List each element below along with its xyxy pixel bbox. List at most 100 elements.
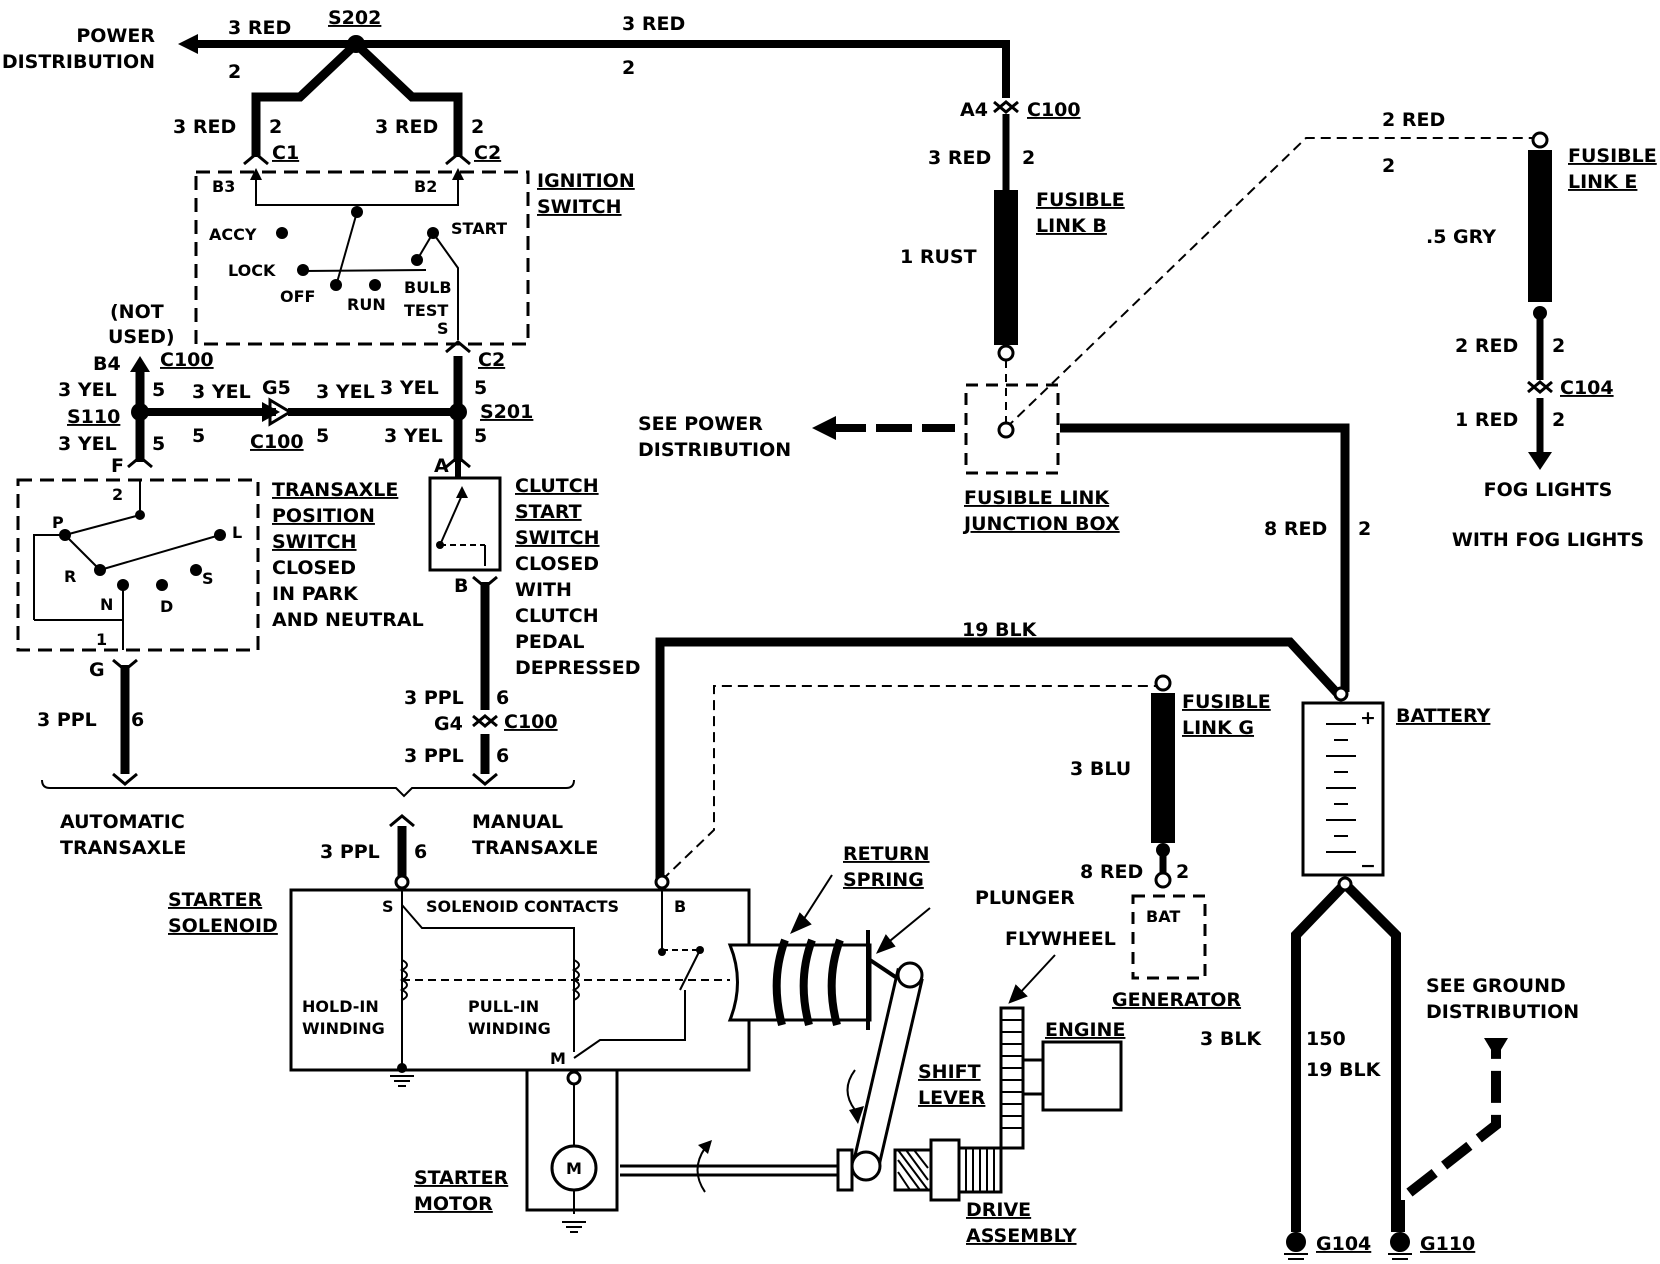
label-3red-a: 3 RED [228, 17, 291, 39]
label-6-2: 6 [131, 709, 144, 731]
label-one-pin: 1 [96, 630, 107, 649]
label-6-4: 6 [414, 841, 427, 863]
battery-symbol [1301, 686, 1385, 892]
label-s202: S202 [328, 7, 381, 29]
label-1rust: 1 RUST [900, 246, 977, 268]
label-flb-1: FUSIBLE [1036, 189, 1125, 211]
label-css-7: PEDAL [515, 631, 585, 653]
label-d-pos: D [160, 597, 173, 616]
pointer-arrows [790, 874, 1056, 1004]
label-engine: ENGINE [1045, 1019, 1125, 1041]
label-tps-5: IN PARK [272, 583, 359, 605]
label-s201: S201 [480, 401, 533, 423]
transaxle-position-switch [16, 478, 260, 652]
label-flywheel: FLYWHEEL [1005, 928, 1116, 950]
label-b-pin: B [454, 575, 468, 597]
label-b2: B2 [414, 177, 437, 196]
label-2-f: 2 [1552, 335, 1565, 357]
label-f-pin: F [111, 455, 124, 477]
label-p-pos: P [52, 513, 64, 532]
label-fljb-2: JUNCTION BOX [962, 513, 1120, 535]
label-plunger: PLUNGER [975, 887, 1075, 909]
label-flg-1: FUSIBLE [1182, 691, 1271, 713]
label-a4: A4 [960, 99, 988, 121]
label-2-c2: 2 [471, 116, 484, 138]
label-3yel-1: 3 YEL [58, 379, 117, 401]
label-bat-plus: + [1360, 707, 1376, 729]
label-19blk-b: 19 BLK [1306, 1059, 1382, 1081]
label-bat-term: BAT [1146, 907, 1180, 926]
label-3ppl-4: 3 PPL [320, 841, 380, 863]
label-sol-m: M [550, 1049, 566, 1068]
label-l-pos: L [232, 523, 242, 542]
label-lock: LOCK [228, 261, 276, 280]
connector-symbols [112, 100, 1553, 828]
ignition-switch [194, 168, 530, 346]
label-5-1: 5 [152, 379, 165, 401]
label-solenoid-2: SOLENOID [168, 915, 278, 937]
label-2red-f: 2 RED [1455, 335, 1518, 357]
label-3ppl-2: 3 PPL [37, 709, 97, 731]
label-css-3: SWITCH [515, 527, 600, 549]
label-shift-1: SHIFT [918, 1061, 981, 1083]
label-g-pin: G [89, 659, 105, 681]
plunger-assembly [727, 930, 902, 1030]
label-2red-e: 2 RED [1382, 109, 1445, 131]
label-2-fl: 2 [1022, 147, 1035, 169]
label-css-2: START [515, 501, 582, 523]
label-bat-minus: − [1360, 855, 1376, 877]
label-c100-b: C100 [250, 431, 304, 453]
starter-motor [525, 1068, 619, 1233]
label-2-c1: 2 [269, 116, 282, 138]
label-3ppl-1: 3 PPL [404, 687, 464, 709]
label-manual-1: MANUAL [472, 811, 563, 833]
label-s-pos: S [202, 569, 214, 588]
label-c1: C1 [272, 142, 299, 164]
label-b3: B3 [212, 177, 235, 196]
label-5gry: .5 GRY [1426, 226, 1496, 248]
label-3yel-4: 3 YEL [380, 377, 439, 399]
engine-box [1041, 1040, 1123, 1112]
transaxle-bracket [41, 779, 575, 798]
label-bulb-2: TEST [404, 301, 448, 320]
label-19blk: 19 BLK [962, 619, 1038, 641]
label-3blk: 3 BLK [1200, 1028, 1262, 1050]
label-not-used-2: USED) [108, 326, 175, 348]
text-labels: POWER DISTRIBUTION 3 RED 2 S202 3 RED 2 … [2, 7, 1657, 1255]
label-see-pd-2: DISTRIBUTION [638, 439, 791, 461]
label-6-1: 6 [496, 687, 509, 709]
label-motor-1: STARTER [414, 1167, 509, 1189]
label-2-a: 2 [228, 61, 241, 83]
label-c100-c: C100 [504, 711, 558, 733]
label-5-4: 5 [316, 425, 329, 447]
label-sol-s: S [382, 897, 394, 916]
label-3blu: 3 BLU [1070, 758, 1131, 780]
label-c104: C104 [1560, 377, 1614, 399]
label-automatic-1: AUTOMATIC [60, 811, 185, 833]
label-a-pin: A [434, 455, 449, 477]
shift-lever [846, 961, 924, 1182]
label-two-pin: 2 [112, 485, 123, 504]
label-3yel-2: 3 YEL [192, 381, 251, 403]
label-fle-1: FUSIBLE [1568, 145, 1657, 167]
label-motor-m: M [566, 1159, 582, 1178]
label-css-4: CLOSED [515, 553, 599, 575]
label-s-pin: S [437, 319, 449, 338]
label-b4: B4 [93, 353, 121, 375]
label-tps-6: AND NEUTRAL [272, 609, 424, 631]
label-shift-2: LEVER [918, 1087, 986, 1109]
label-g5: G5 [262, 377, 291, 399]
label-hold-1: HOLD-IN [302, 997, 379, 1016]
label-fle-2: LINK E [1568, 171, 1637, 193]
label-6-3: 6 [496, 745, 509, 767]
label-5-6: 5 [474, 425, 487, 447]
label-battery: BATTERY [1396, 705, 1491, 727]
label-g110: G110 [1420, 1233, 1475, 1255]
label-2-top: 2 [622, 57, 635, 79]
label-drive-2: ASSEMBLY [966, 1225, 1077, 1247]
label-2-h: 2 [1176, 861, 1189, 883]
drive-assembly [620, 1138, 1003, 1202]
label-8red-g: 8 RED [1080, 861, 1143, 883]
label-fog-2: WITH FOG LIGHTS [1452, 529, 1644, 551]
ground-symbols [1284, 1232, 1412, 1260]
